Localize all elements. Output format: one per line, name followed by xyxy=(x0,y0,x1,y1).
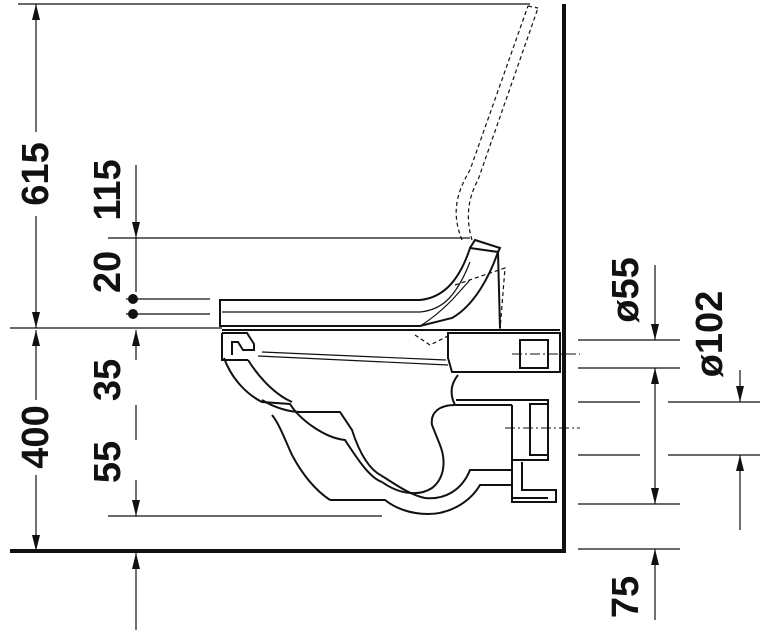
dim-115-label: 115 xyxy=(87,159,129,220)
right-dimensions xyxy=(578,265,760,620)
seat-and-lid xyxy=(219,5,539,346)
dim-75-label: 75 xyxy=(605,576,647,618)
dim-615-label: 615 xyxy=(15,142,57,205)
dim-dia55-label: ø55 xyxy=(605,257,647,322)
dim-400-label: 400 xyxy=(15,405,57,468)
dim-20-label: 20 xyxy=(87,251,129,293)
wall-and-floor xyxy=(10,4,566,553)
dim-55-label: 55 xyxy=(87,441,129,483)
toilet-bowl xyxy=(221,329,561,516)
dim-35-label: 35 xyxy=(87,359,129,401)
left-dimensions xyxy=(10,3,530,630)
dim-dia102-label: ø102 xyxy=(689,291,731,378)
dimension-labels: 615 400 115 20 35 55 75 ø55 ø102 xyxy=(15,142,731,618)
centerlines xyxy=(505,353,580,429)
